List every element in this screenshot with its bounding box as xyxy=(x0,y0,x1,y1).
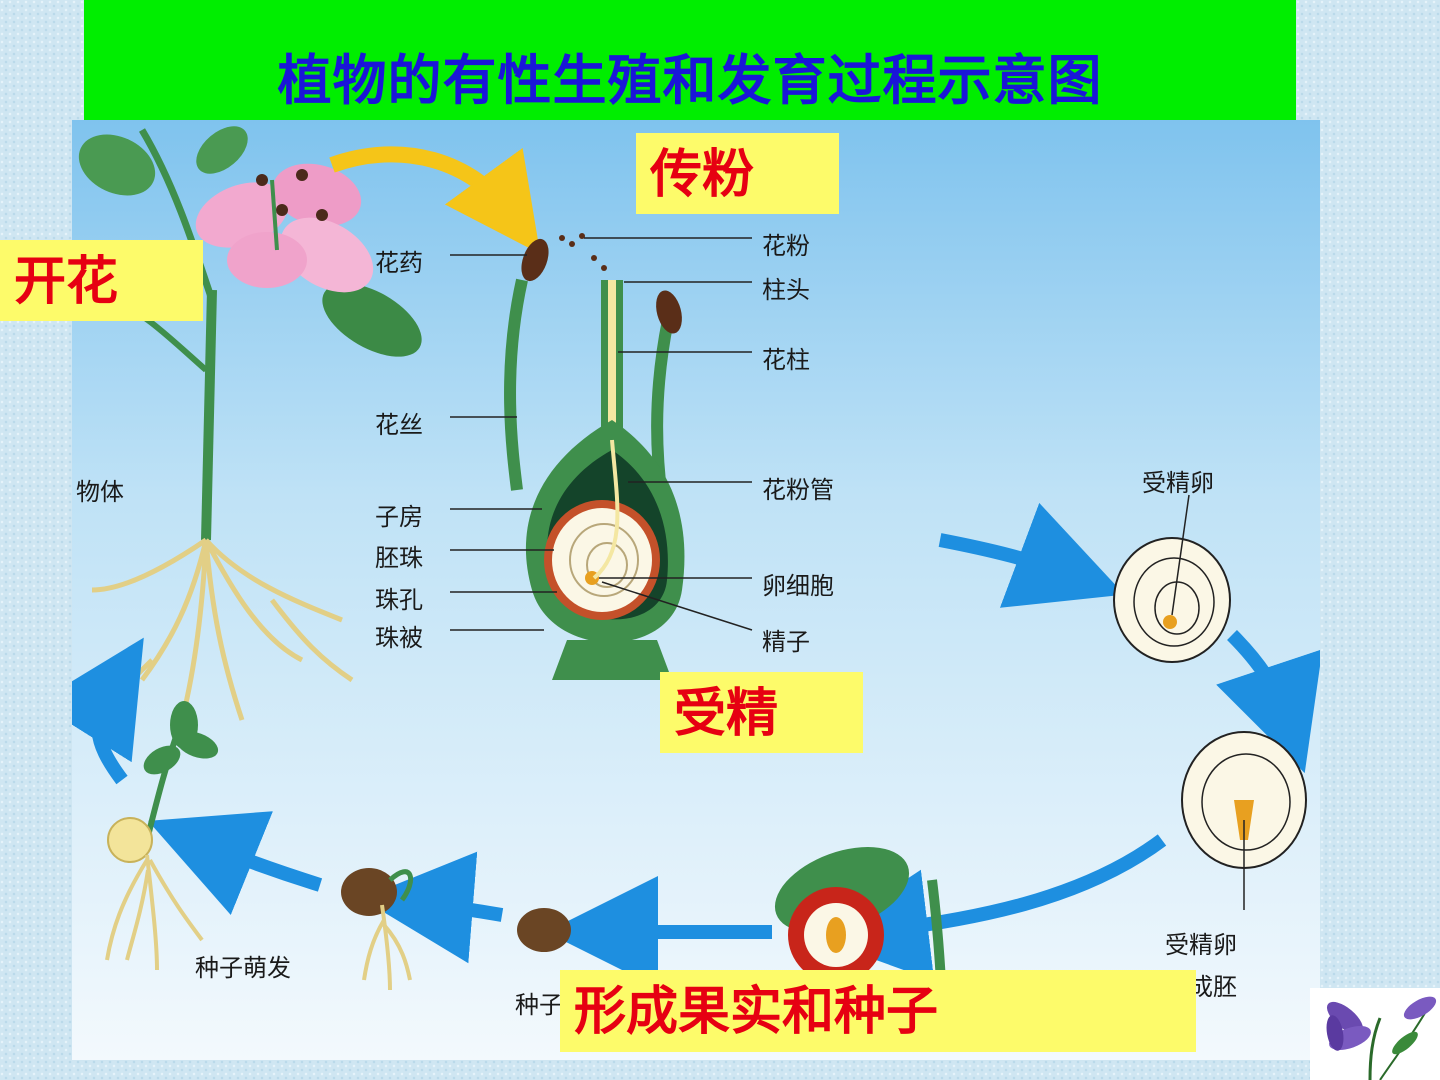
stage-flowering: 开花 xyxy=(0,240,203,321)
label-micropyle: 珠孔 xyxy=(375,586,423,614)
label-seed: 种子 xyxy=(515,991,563,1019)
label-sperm: 精子 xyxy=(762,628,810,656)
label-ovary: 子房 xyxy=(375,503,423,531)
label-germination: 种子萌发 xyxy=(195,954,291,982)
label-ovule: 胚珠 xyxy=(375,544,423,572)
label-pollen-tube: 花粉管 xyxy=(762,476,834,504)
embryo-ovule xyxy=(1181,731,1307,910)
label-filament: 花丝 xyxy=(375,411,423,439)
diagram-title: 植物的有性生殖和发育过程示意图 xyxy=(277,49,1103,112)
sprouting-seed xyxy=(341,868,413,991)
lily-flower xyxy=(195,163,374,293)
lily-logo xyxy=(1310,988,1440,1080)
label-anther: 花药 xyxy=(375,249,423,277)
stage-pollination: 传粉 xyxy=(636,133,839,214)
label-style: 花柱 xyxy=(762,346,810,374)
diagram-illustration xyxy=(72,126,1320,1001)
cycle-arrows xyxy=(72,502,1320,988)
title-bar: 植物的有性生殖和发育过程示意图 xyxy=(84,0,1296,120)
plant-roots xyxy=(90,537,354,721)
label-egg-cell: 卵细胞 xyxy=(762,572,834,600)
zygote-ovule xyxy=(1113,494,1231,663)
fruit xyxy=(774,847,947,1001)
label-zygote: 受精卵 xyxy=(1142,469,1214,497)
flower-cross-section xyxy=(504,233,685,680)
label-integument: 珠被 xyxy=(375,624,423,652)
label-zygote-develops: 受精卵 xyxy=(1165,931,1237,959)
pollination-arrow xyxy=(329,146,541,254)
seed xyxy=(517,908,571,952)
flowering-plant xyxy=(78,126,422,721)
label-plant-body: 物体 xyxy=(76,478,124,506)
seedling xyxy=(105,701,219,971)
stage-fruit-seed: 形成果实和种子 xyxy=(560,970,1196,1052)
diagram-panel: 花药 花粉 柱头 花柱 花丝 花粉管 子房 胚珠 卵细胞 珠孔 珠被 精子 物体… xyxy=(72,120,1320,1060)
label-stigma: 柱头 xyxy=(762,276,810,304)
label-pollen: 花粉 xyxy=(762,232,810,260)
stage-fertilization: 受精 xyxy=(660,672,863,753)
label-leader-lines xyxy=(450,237,753,631)
